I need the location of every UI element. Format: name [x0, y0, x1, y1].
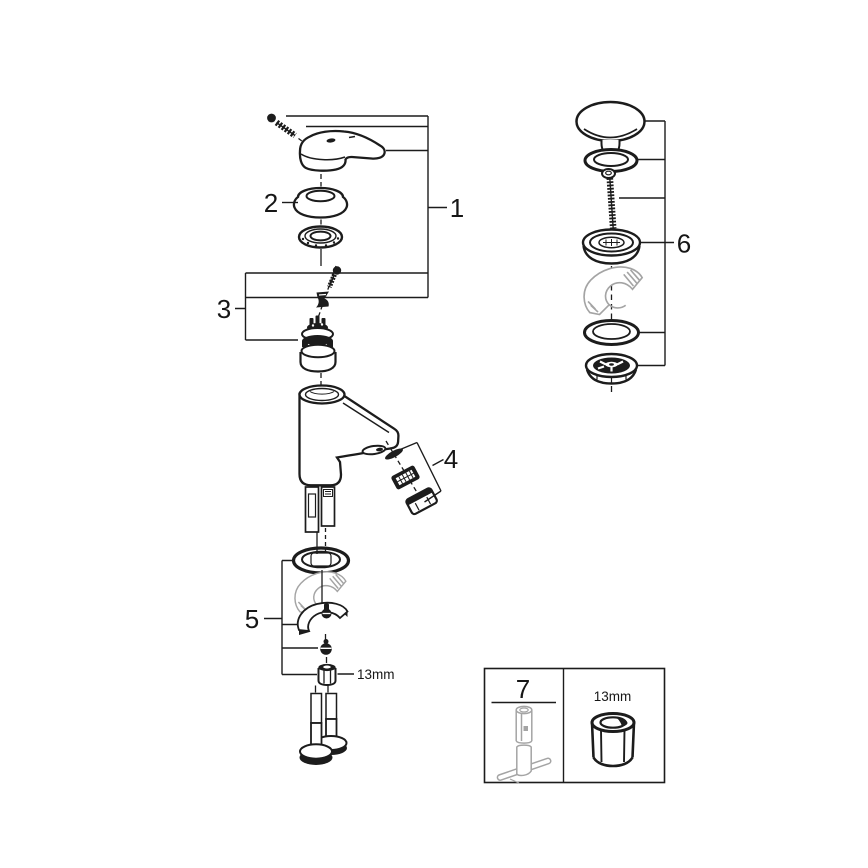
aerator-gasket [385, 448, 403, 460]
callout-5-label: 5 [245, 604, 259, 634]
callout-1-bracket [286, 115, 447, 298]
set-screw [326, 266, 342, 288]
temperature-limiter [316, 291, 329, 308]
drain-gasket [583, 319, 640, 346]
mounting-ring [297, 225, 344, 249]
drain-plug [575, 100, 646, 157]
mounting-clamp [297, 601, 349, 635]
faucet-body [298, 384, 400, 554]
flow-straightener [391, 465, 420, 490]
drain-washer [583, 148, 639, 173]
drain-screw [601, 168, 617, 232]
aerator-sleeve [405, 487, 438, 516]
clamp-nut [320, 639, 332, 655]
callout-6-bracket [619, 120, 674, 367]
callout-4-bracket [398, 441, 444, 503]
callout-7-label: 7 [516, 674, 530, 704]
hex-socket-nut [590, 712, 636, 768]
aerator-axis [385, 440, 422, 500]
callout-6-label: 6 [677, 229, 691, 259]
locknut-size-label: 13mm [357, 667, 395, 682]
drain-locknut [584, 352, 639, 385]
body-oring [291, 546, 351, 575]
handle-cap [292, 186, 349, 219]
cartridge [299, 315, 337, 373]
tool-box [483, 667, 666, 784]
tool-socket-size-label: 13mm [594, 689, 632, 704]
lever-screw [267, 113, 307, 145]
callout-5-bracket [264, 559, 318, 676]
drain-flange [581, 228, 642, 265]
mounting-studs [299, 692, 348, 765]
hex-locknut [317, 663, 337, 687]
socket-wrench-tool [496, 705, 552, 784]
lever-handle [298, 129, 386, 172]
callout-4-label: 4 [444, 444, 458, 474]
callout-3-label: 3 [217, 294, 231, 324]
callout-1-label: 1 [450, 193, 464, 223]
callout-2-label: 2 [264, 188, 278, 218]
drain-wedge [583, 266, 643, 316]
center-axis [314, 685, 329, 693]
